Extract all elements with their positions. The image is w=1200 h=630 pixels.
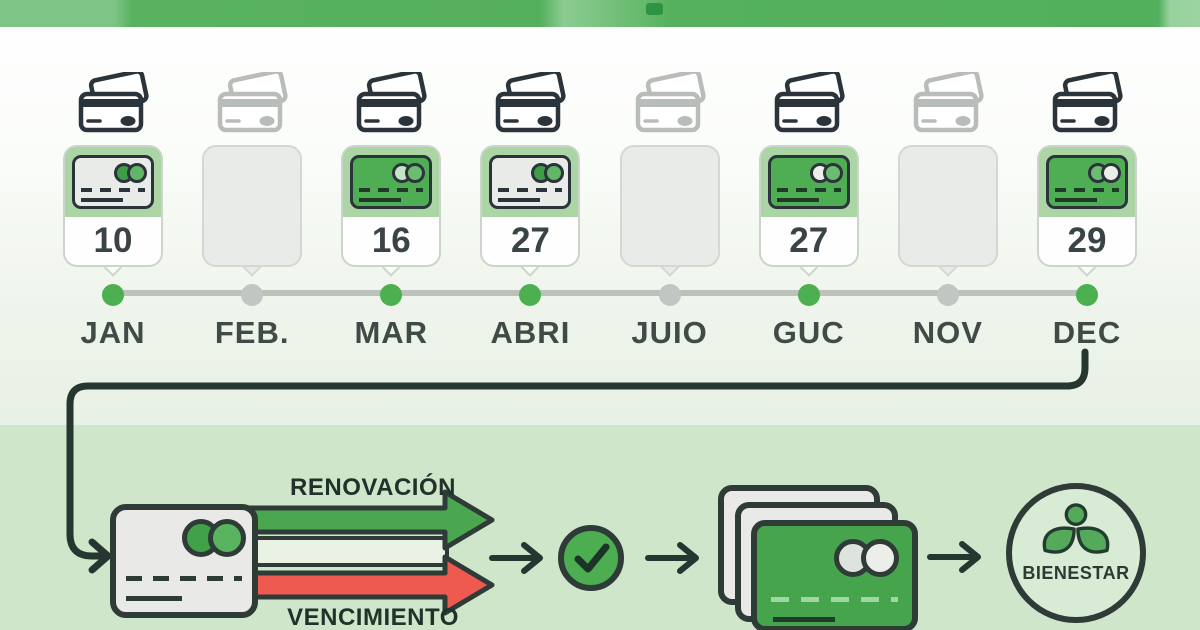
credit-card-icon <box>348 72 434 136</box>
renewal-expiry-arrows <box>240 489 495 616</box>
card-circle-icon <box>1100 163 1121 183</box>
timeline-section: 10 JAN FEB. <box>0 27 1200 425</box>
date-badge: 29 <box>1036 145 1137 277</box>
timeline-dot <box>241 284 264 306</box>
card-line <box>126 596 182 601</box>
timeline-column-dec: 29 DEC <box>1025 27 1149 351</box>
card-circle-icon <box>544 163 565 183</box>
credit-card-icon <box>1044 72 1130 136</box>
timeline-dot <box>797 284 820 306</box>
card-circle-icon <box>861 539 899 577</box>
date-value: 16 <box>371 221 411 260</box>
badge-pointer <box>239 251 265 277</box>
card-number-dashes <box>776 188 841 192</box>
card-circle-icon <box>822 163 843 183</box>
timeline-column-mar: 16 MAR <box>329 27 453 351</box>
top-bar-accent <box>646 3 663 15</box>
mini-card-icon <box>1045 155 1128 209</box>
card-number-dashes <box>359 188 424 192</box>
card-line <box>81 198 123 202</box>
check-circle-icon <box>558 525 624 591</box>
timeline-columns: 10 JAN FEB. <box>51 27 1149 351</box>
card-line <box>776 198 819 202</box>
card-line <box>498 198 541 202</box>
date-badge: 10 <box>63 145 163 277</box>
badge-card-area <box>65 147 161 217</box>
date-badge: 16 <box>341 145 442 277</box>
bienestar-sprout-icon <box>1042 503 1110 554</box>
timeline-column-feb: FEB. <box>190 27 314 351</box>
middle-stripe <box>240 536 449 567</box>
timeline-column-abri: 27 ABRI <box>468 27 592 351</box>
date-badge: 27 <box>480 145 581 277</box>
month-label: NOV <box>912 315 983 350</box>
month-label: MAR <box>354 315 429 350</box>
badge-card-area <box>760 147 857 217</box>
expiry-arrow <box>240 554 495 616</box>
timeline-dot <box>658 284 681 306</box>
empty-badge <box>202 145 303 277</box>
date-value: 29 <box>1067 221 1107 260</box>
card-number-dashes <box>126 576 242 581</box>
card-stack-front-icon <box>751 520 918 630</box>
card-number-dashes <box>771 597 898 602</box>
timeline-column-guc: 27 GUC <box>747 27 871 351</box>
date-badge: 27 <box>758 145 859 277</box>
badge-card-area <box>343 147 440 217</box>
mini-card-icon <box>767 155 850 209</box>
timeline-column-jan: 10 JAN <box>51 27 175 351</box>
badge-pointer <box>935 251 961 277</box>
timeline-column-nov: NOV <box>886 27 1010 351</box>
date-value: 27 <box>789 221 829 260</box>
timeline-dot <box>102 284 124 306</box>
bienestar-seal: BIENESTAR <box>1006 483 1146 623</box>
checkmark-icon <box>574 543 610 573</box>
card-circle-icon <box>208 519 246 557</box>
timeline-line <box>113 290 1087 296</box>
credit-card-icon <box>766 72 852 136</box>
date-value: 10 <box>93 221 133 260</box>
card-line <box>773 617 835 622</box>
card-line <box>1054 198 1097 202</box>
date-value: 27 <box>510 221 550 260</box>
badge-card-area <box>482 147 579 217</box>
month-label: ABRI <box>490 315 571 350</box>
credit-card-icon <box>70 72 156 136</box>
timeline-dot <box>1075 284 1098 306</box>
vencimiento-label: VENCIMIENTO <box>287 604 459 630</box>
month-label: JAN <box>80 315 146 350</box>
mini-card-icon <box>350 155 433 209</box>
empty-badge <box>619 145 720 277</box>
credit-card-icon <box>905 72 991 136</box>
card-number-dashes <box>1054 188 1119 192</box>
card-circle-icon <box>127 163 147 183</box>
card-circle-icon <box>405 163 426 183</box>
credit-card-icon <box>487 72 573 136</box>
timeline-column-juio: JUIO <box>608 27 732 351</box>
bienestar-label: BIENESTAR <box>1022 563 1130 583</box>
badge-pointer <box>656 251 683 277</box>
mini-card-icon <box>72 155 154 209</box>
credit-card-icon <box>627 72 713 136</box>
top-bar <box>0 0 1200 27</box>
card-number-dashes <box>498 188 563 192</box>
mini-card-icon <box>489 155 572 209</box>
month-label: GUC <box>772 315 845 350</box>
credit-card-icon <box>209 72 295 136</box>
month-label: DEC <box>1052 315 1122 350</box>
timeline-dot <box>936 284 959 306</box>
timeline-dot <box>380 284 403 306</box>
renovacion-label: RENOVACIÓN <box>290 474 456 501</box>
empty-badge <box>897 145 998 277</box>
source-card-icon <box>110 504 258 618</box>
card-line <box>359 198 402 202</box>
badge-card-area <box>1038 147 1135 217</box>
month-label: JUIO <box>631 315 708 350</box>
timeline-dot <box>519 284 542 306</box>
month-label: FEB. <box>214 315 290 350</box>
card-number-dashes <box>81 188 145 192</box>
